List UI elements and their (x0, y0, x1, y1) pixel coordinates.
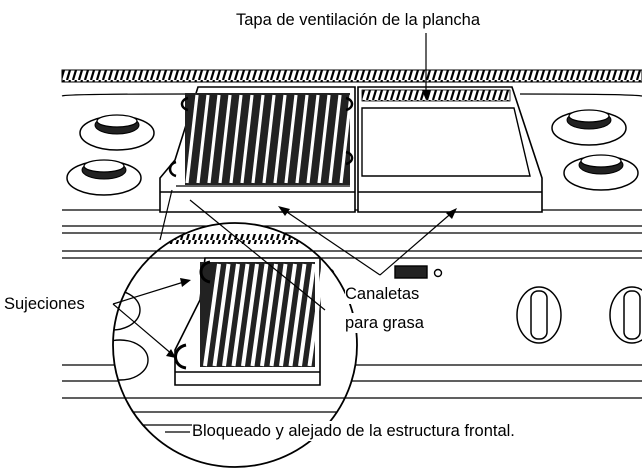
magnified-grate-bar (250, 263, 269, 367)
grate-bar (284, 94, 298, 184)
magnified-grate-bar (231, 263, 250, 367)
burner-icon-left-front (66, 159, 142, 196)
leader-lines (112, 33, 456, 433)
locked-away-label: Bloqueado y alejado de la estructura fro… (192, 421, 515, 441)
grate-bar (207, 94, 221, 184)
control-knob-icon-right-1 (516, 286, 562, 344)
grate-bar (240, 94, 254, 184)
griddle-vent-cover-label: Tapa de ventilación de la plancha (236, 11, 481, 29)
magnify-projection-lines (159, 189, 326, 311)
burner-icon-left-rear (79, 114, 155, 151)
grate-bar (328, 94, 342, 184)
grate-bar (273, 94, 287, 184)
arrowheads (166, 90, 457, 358)
rear-vent-strip (61, 69, 642, 83)
grate-bar (306, 94, 320, 184)
grate-bar (262, 94, 276, 184)
magnified-grate-bar (307, 263, 326, 367)
grate-icon-top (159, 86, 356, 213)
grate-bar (218, 94, 232, 184)
grate-bar (251, 94, 265, 184)
magnified-grate-bar (241, 263, 259, 367)
grate-bar (185, 94, 199, 184)
magnified-grate-bar (279, 263, 297, 367)
magnified-grate-bar (288, 263, 307, 367)
grate-bar (317, 94, 331, 184)
magnified-view (112, 222, 358, 468)
magnified-grate-bar (203, 263, 221, 367)
grate-bar (229, 94, 243, 184)
burner-icon-right-front (563, 154, 639, 191)
grate-bar (196, 94, 210, 184)
grease-channels-label-line2: para grasa (345, 313, 424, 333)
magnified-grate-bar (212, 263, 231, 367)
magnified-grate-bar (222, 263, 240, 367)
burner-icon-right-rear (551, 109, 627, 146)
magnified-grate-bar (260, 263, 278, 367)
control-knob-icon-right-2 (609, 286, 642, 344)
griddle-plate-icon (357, 86, 543, 213)
magnified-grate-bar (298, 263, 316, 367)
grease-channels-label-line1: Canaletas (345, 284, 420, 304)
grate-bar (295, 94, 309, 184)
magnified-grate-bar (269, 263, 288, 367)
fasteners-label: Sujeciones (4, 295, 85, 313)
